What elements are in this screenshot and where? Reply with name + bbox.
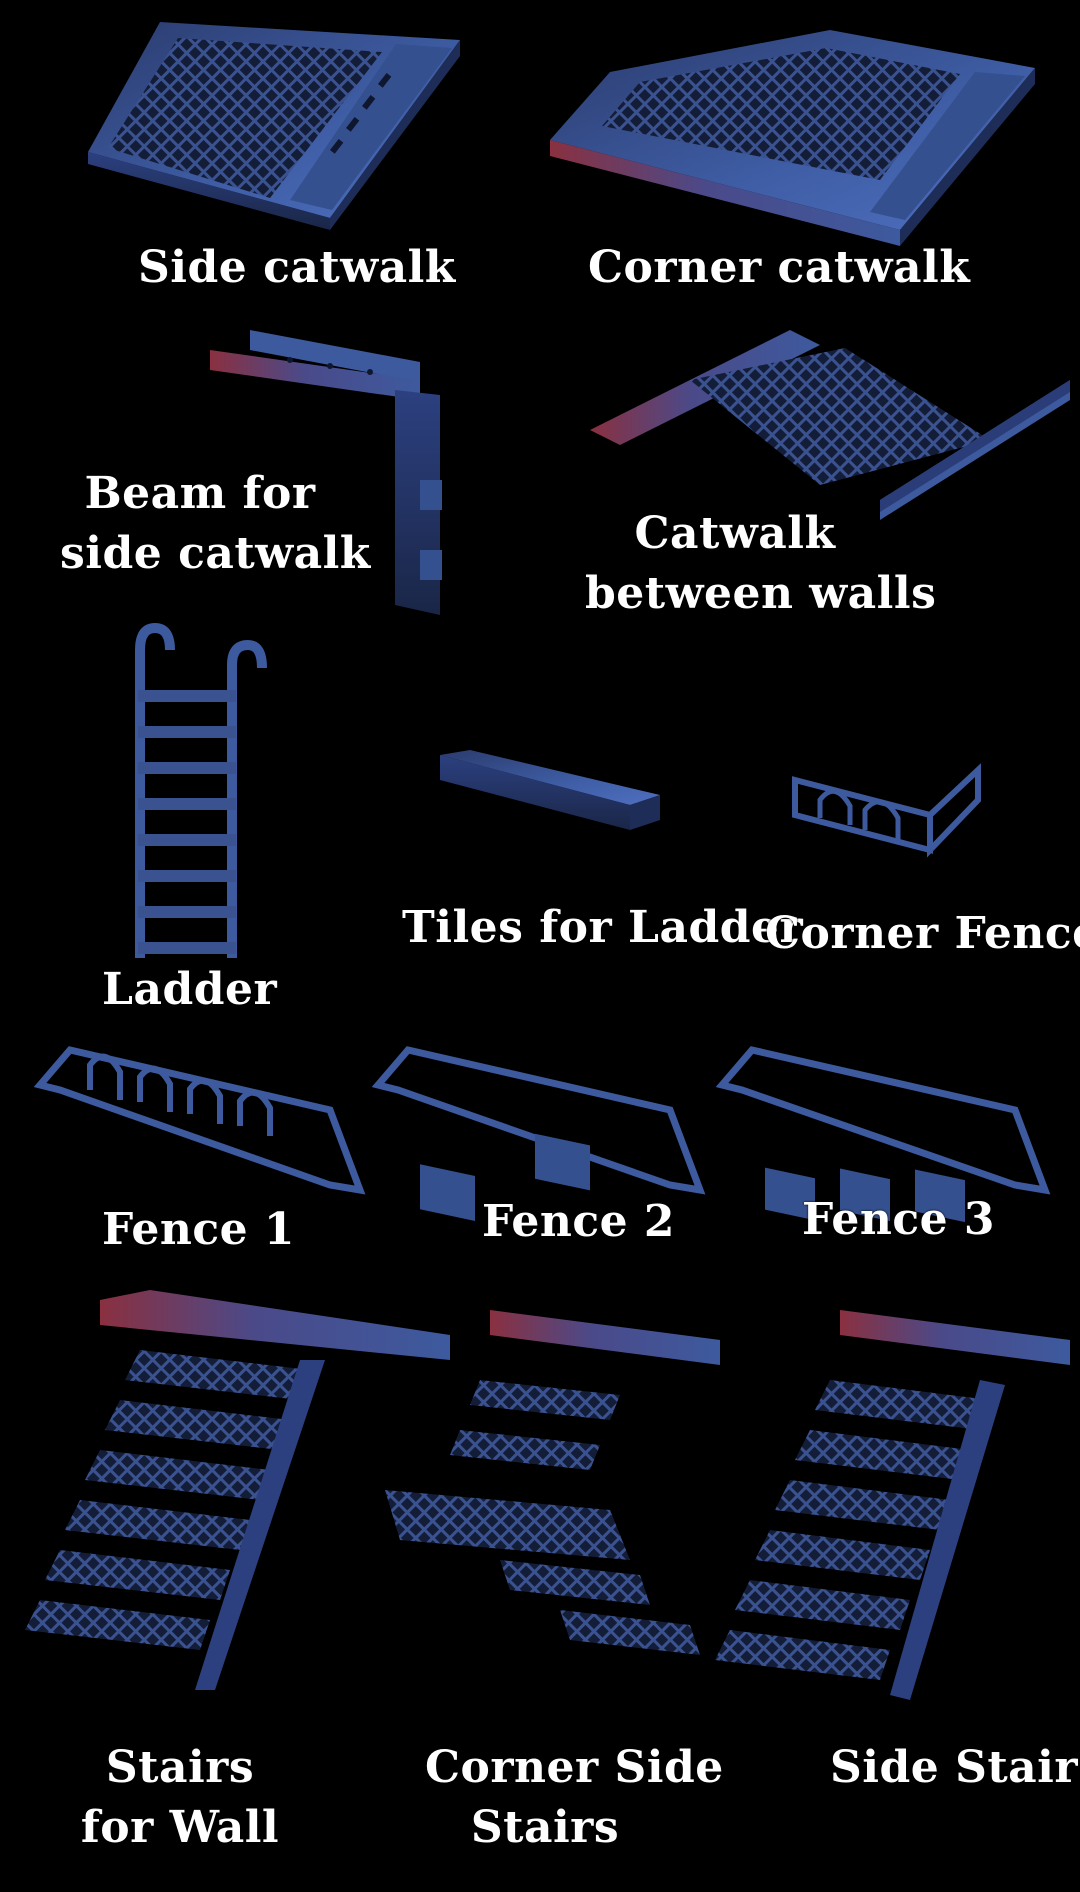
- label-side-stairs: Side Stairs: [830, 1742, 1080, 1793]
- label-corner-fence: Corner Fence: [765, 908, 1080, 959]
- label-corner-catwalk: Corner catwalk: [588, 242, 971, 293]
- label-fence-2: Fence 2: [482, 1196, 676, 1247]
- corner-fence-model: [792, 763, 981, 858]
- stairs-for-wall-model: [25, 1290, 450, 1690]
- label-catwalk-between-walls: Catwalk between walls: [585, 508, 937, 619]
- ladder-model: [135, 622, 267, 958]
- label-beam-for-side-catwalk: Beam for side catwalk: [60, 468, 371, 579]
- catwalk-between-walls-model: [590, 330, 1070, 520]
- fence-1-model: [33, 1046, 366, 1195]
- label-stairs-for-wall: Stairs for Wall: [80, 1742, 280, 1853]
- corner-catwalk-model: [550, 30, 1035, 246]
- label-ladder: Ladder: [102, 964, 278, 1015]
- label-fence-1: Fence 1: [102, 1204, 296, 1255]
- side-catwalk-model: [88, 22, 460, 230]
- label-side-catwalk: Side catwalk: [138, 242, 456, 293]
- tiles-for-ladder-model: [440, 750, 660, 830]
- corner-side-stairs-model: [385, 1310, 720, 1655]
- label-corner-side-stairs: Corner Side Stairs: [425, 1742, 724, 1853]
- label-fence-3: Fence 3: [802, 1194, 996, 1245]
- side-stairs-model: [715, 1310, 1070, 1700]
- label-tiles-for-ladder: Tiles for Ladder: [402, 902, 804, 953]
